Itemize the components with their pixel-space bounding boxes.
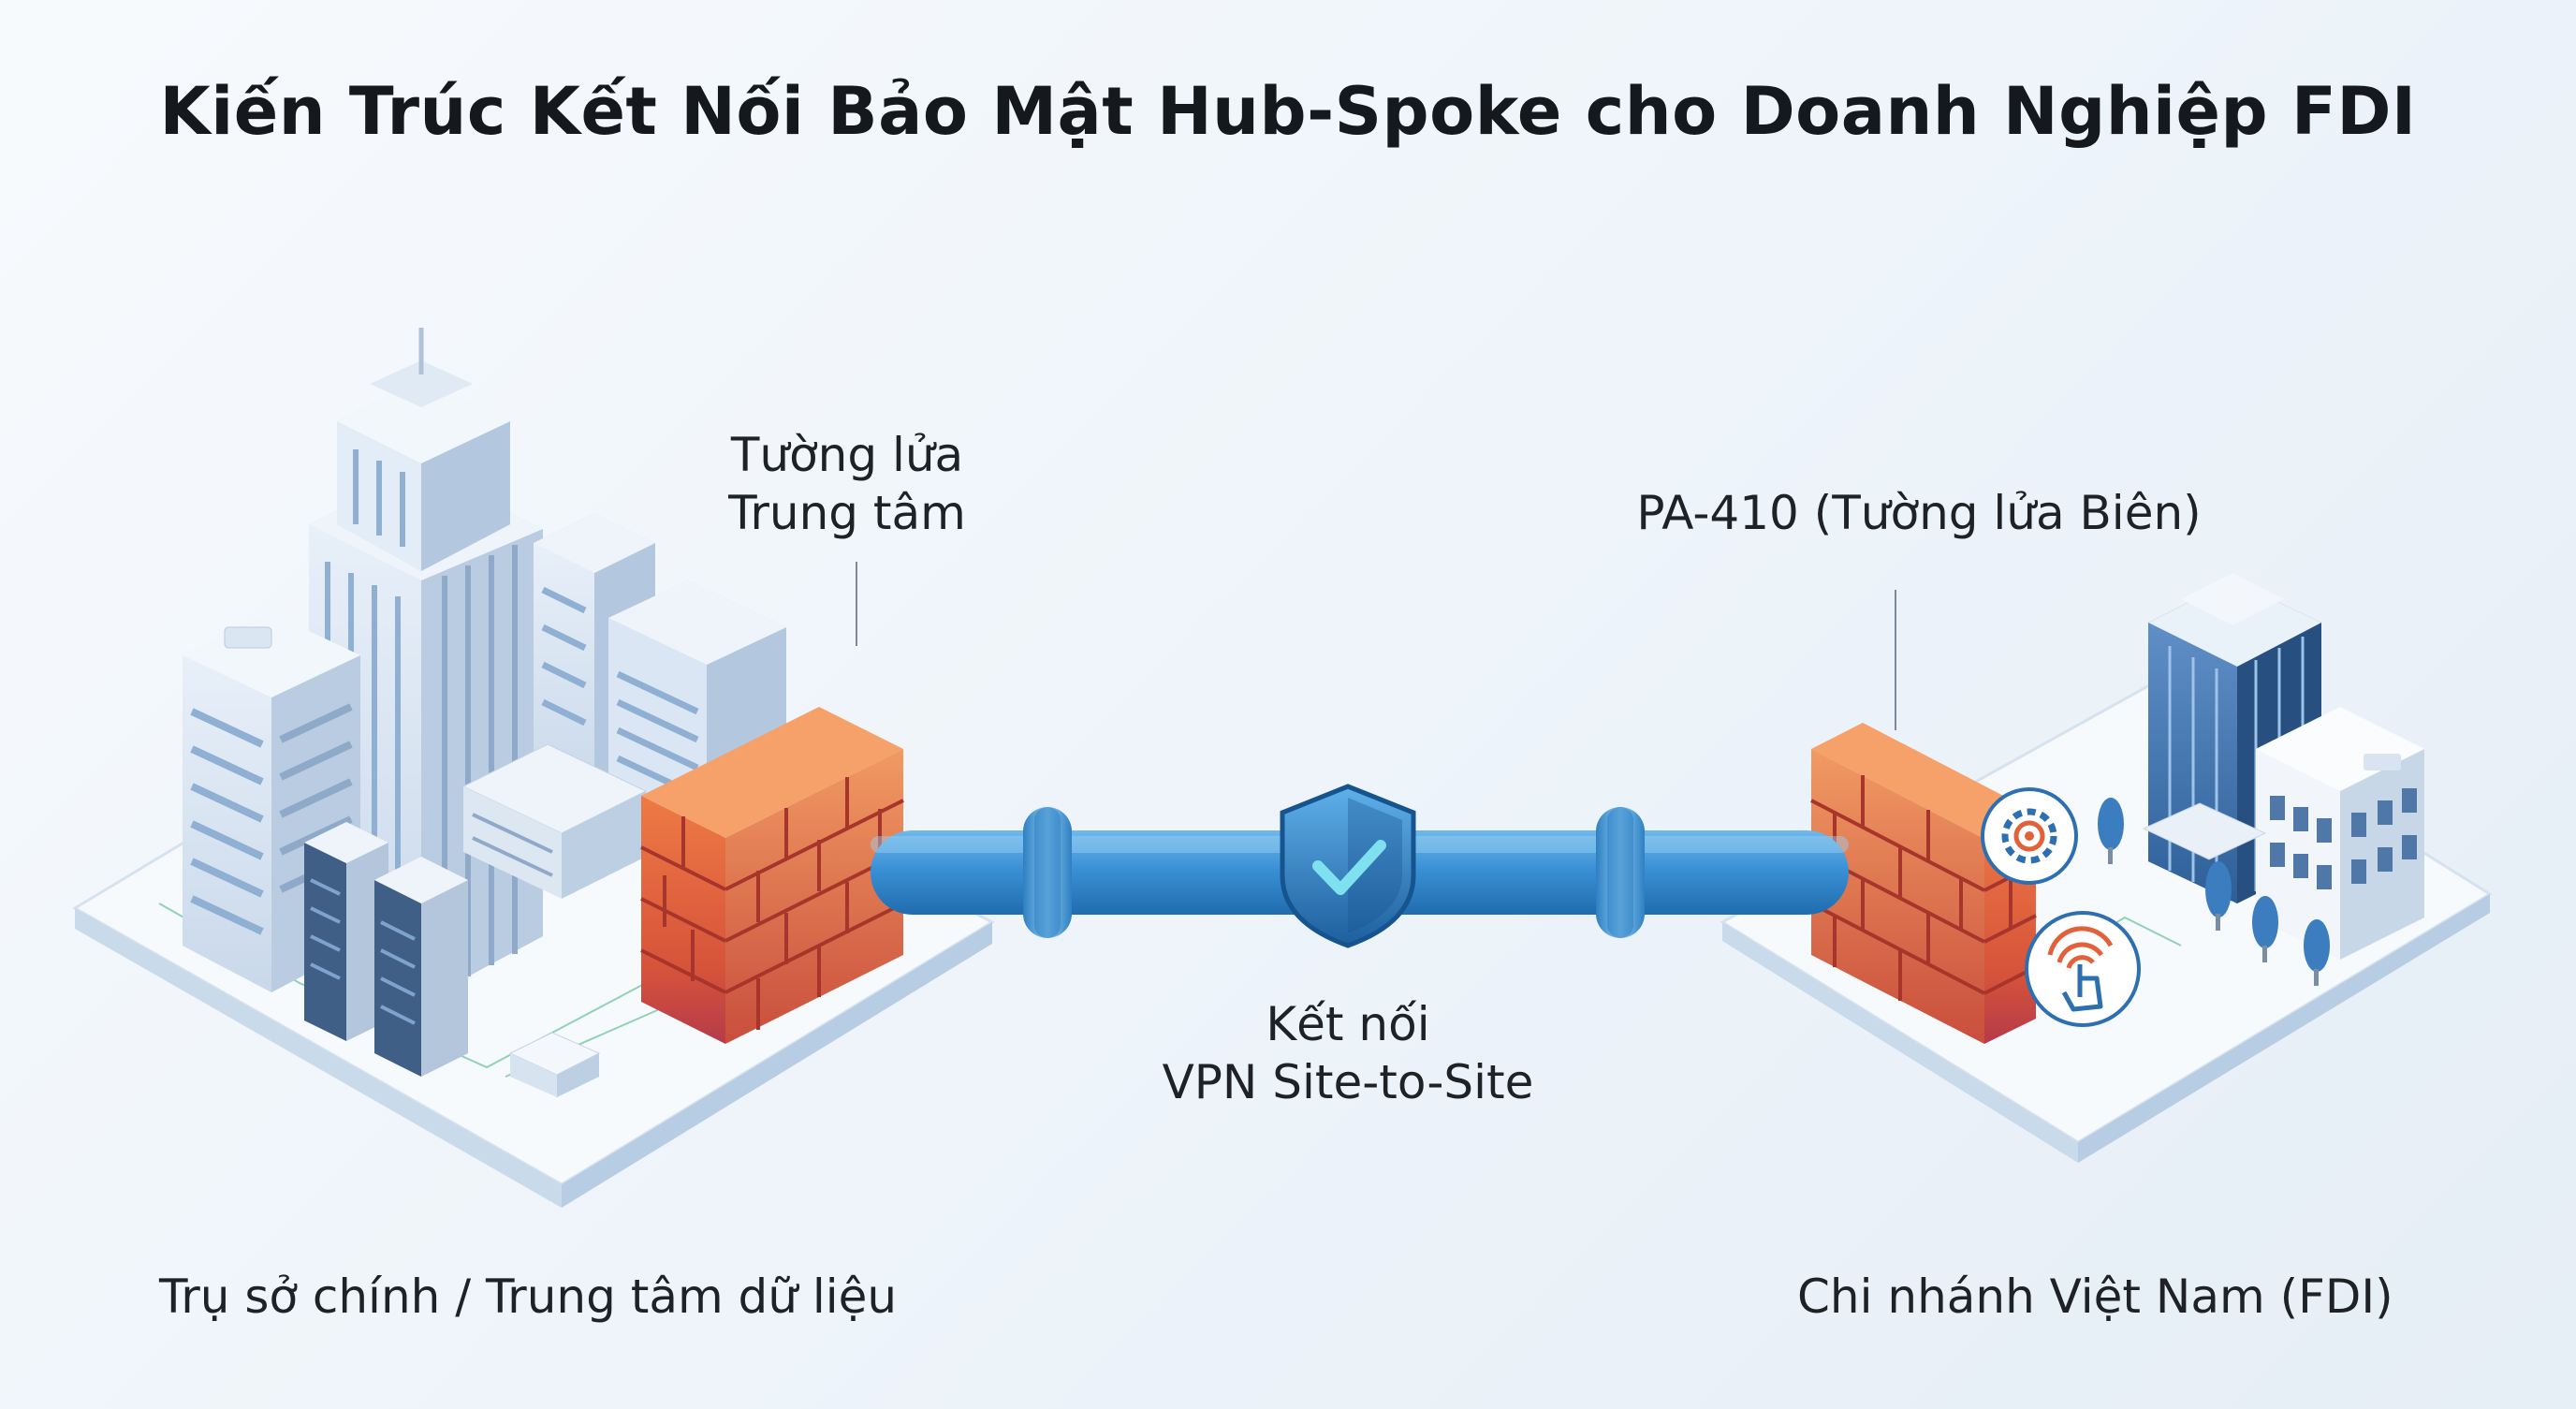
- vpn-tunnel-label-line2: VPN Site-to-Site: [1162, 1055, 1534, 1109]
- hub-firewall-label-line2: Trung tâm: [728, 486, 966, 540]
- spoke-trees: [2098, 798, 2330, 986]
- spoke-site-label: Chi nhánh Việt Nam (FDI): [1797, 1270, 2393, 1324]
- hub-firewall-label: Tường lửa Trung tâm: [688, 426, 1006, 542]
- hub-site-label: Trụ sở chính / Trung tâm dữ liệu: [159, 1270, 898, 1324]
- diagram-title: Kiến Trúc Kết Nối Bảo Mật Hub-Spoke cho …: [159, 73, 2417, 150]
- spoke-office-building: [2142, 707, 2424, 960]
- hub-server-racks: [304, 743, 648, 1097]
- vpn-tunnel-label-line1: Kết nối: [1266, 997, 1430, 1051]
- vpn-tunnel-label: Kết nối VPN Site-to-Site: [1086, 995, 1610, 1111]
- pipe-coupling-right: [1596, 807, 1645, 938]
- fingerprint-touch-icon: [2025, 911, 2141, 1027]
- hub-firewall: [640, 707, 904, 1044]
- hub-firewall-label-line1: Tường lửa: [730, 428, 964, 482]
- gear-icon: [1981, 787, 2078, 885]
- spoke-firewall: [1810, 723, 2037, 1044]
- pipe-coupling-left: [1023, 807, 1072, 938]
- spoke-firewall-label: PA-410 (Tường lửa Biên): [1636, 486, 2202, 540]
- shield-check-icon: [1280, 784, 1416, 948]
